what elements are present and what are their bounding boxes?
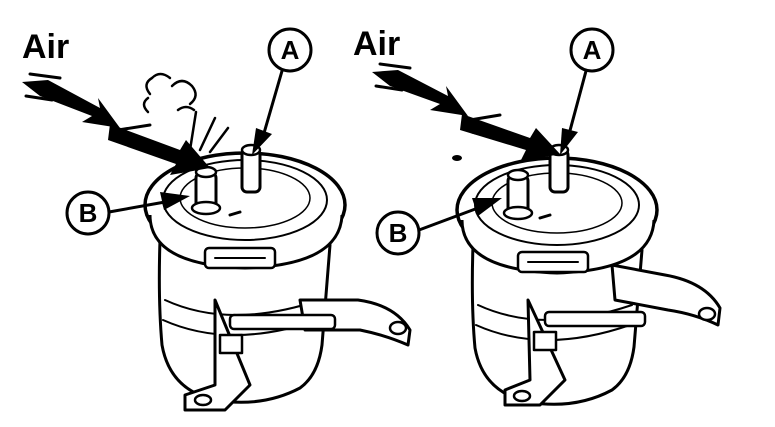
- right-panel: Air A B: [353, 25, 722, 407]
- right-canister: [452, 143, 722, 407]
- right-label-a: A: [583, 35, 602, 65]
- left-air-arrow: [22, 72, 210, 175]
- left-panel: Air A B: [22, 27, 412, 412]
- right-callout-b: B: [375, 198, 502, 256]
- left-label-a: A: [281, 35, 300, 65]
- left-callout-b: B: [65, 190, 190, 236]
- left-canister: [143, 143, 412, 412]
- left-air-label: Air: [22, 28, 69, 66]
- right-air-label: Air: [353, 25, 400, 63]
- left-escaping-air: [142, 72, 230, 154]
- left-label-b: B: [79, 198, 98, 228]
- left-callout-a: A: [252, 27, 313, 155]
- right-label-b: B: [389, 218, 408, 248]
- right-air-arrow: [372, 62, 560, 162]
- right-callout-a: A: [560, 27, 615, 155]
